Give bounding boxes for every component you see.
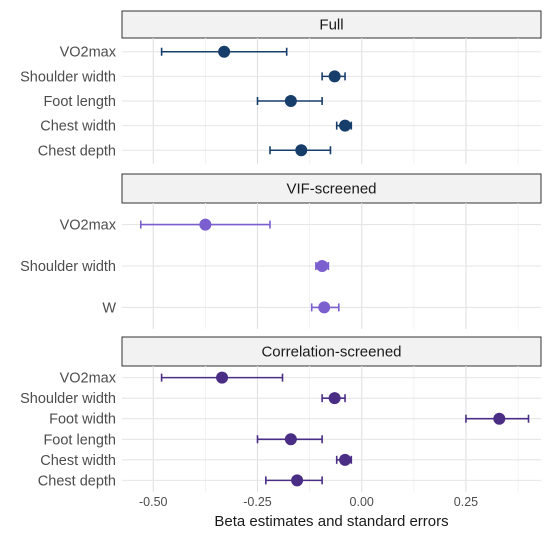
x-tick-label: -0.50	[139, 495, 168, 509]
estimate-point	[216, 371, 229, 384]
estimate-point	[284, 433, 297, 446]
estimate-point	[328, 392, 341, 405]
facet-title: Full	[319, 17, 343, 34]
category-label: Foot length	[43, 94, 116, 110]
estimate-point	[284, 95, 297, 107]
x-axis-title: Beta estimates and standard errors	[214, 513, 448, 530]
category-label: Foot width	[49, 412, 116, 428]
category-label: VO2max	[60, 371, 117, 387]
estimate-point	[295, 144, 308, 157]
x-tick-label: 0.00	[350, 495, 374, 509]
category-label: Chest width	[40, 119, 116, 135]
category-label: Foot length	[43, 432, 116, 448]
estimate-point	[318, 301, 331, 314]
facet-title: VIF-screened	[286, 181, 376, 198]
category-label: VO2max	[60, 45, 117, 61]
category-label: W	[102, 300, 116, 316]
facet-title: Correlation-screened	[261, 344, 401, 361]
facet-strip	[121, 173, 542, 204]
category-label: VO2max	[60, 218, 117, 234]
estimate-point	[199, 218, 212, 231]
estimate-point	[218, 45, 231, 58]
category-label: Chest depth	[38, 143, 116, 159]
facet-strip	[121, 336, 542, 367]
category-label: Shoulder width	[20, 259, 116, 275]
estimate-point	[339, 453, 352, 466]
estimate-point	[339, 119, 352, 132]
facet-strip	[121, 10, 542, 39]
category-label: Chest width	[40, 453, 116, 469]
estimate-point	[316, 260, 329, 272]
category-label: Chest depth	[38, 473, 116, 489]
estimate-point	[291, 474, 304, 487]
estimate-point	[328, 70, 341, 83]
x-tick-label: -0.25	[243, 495, 272, 509]
category-label: Shoulder width	[20, 391, 116, 407]
x-tick-label: 0.25	[454, 495, 478, 509]
estimate-point	[493, 412, 506, 425]
category-label: Shoulder width	[20, 69, 116, 85]
